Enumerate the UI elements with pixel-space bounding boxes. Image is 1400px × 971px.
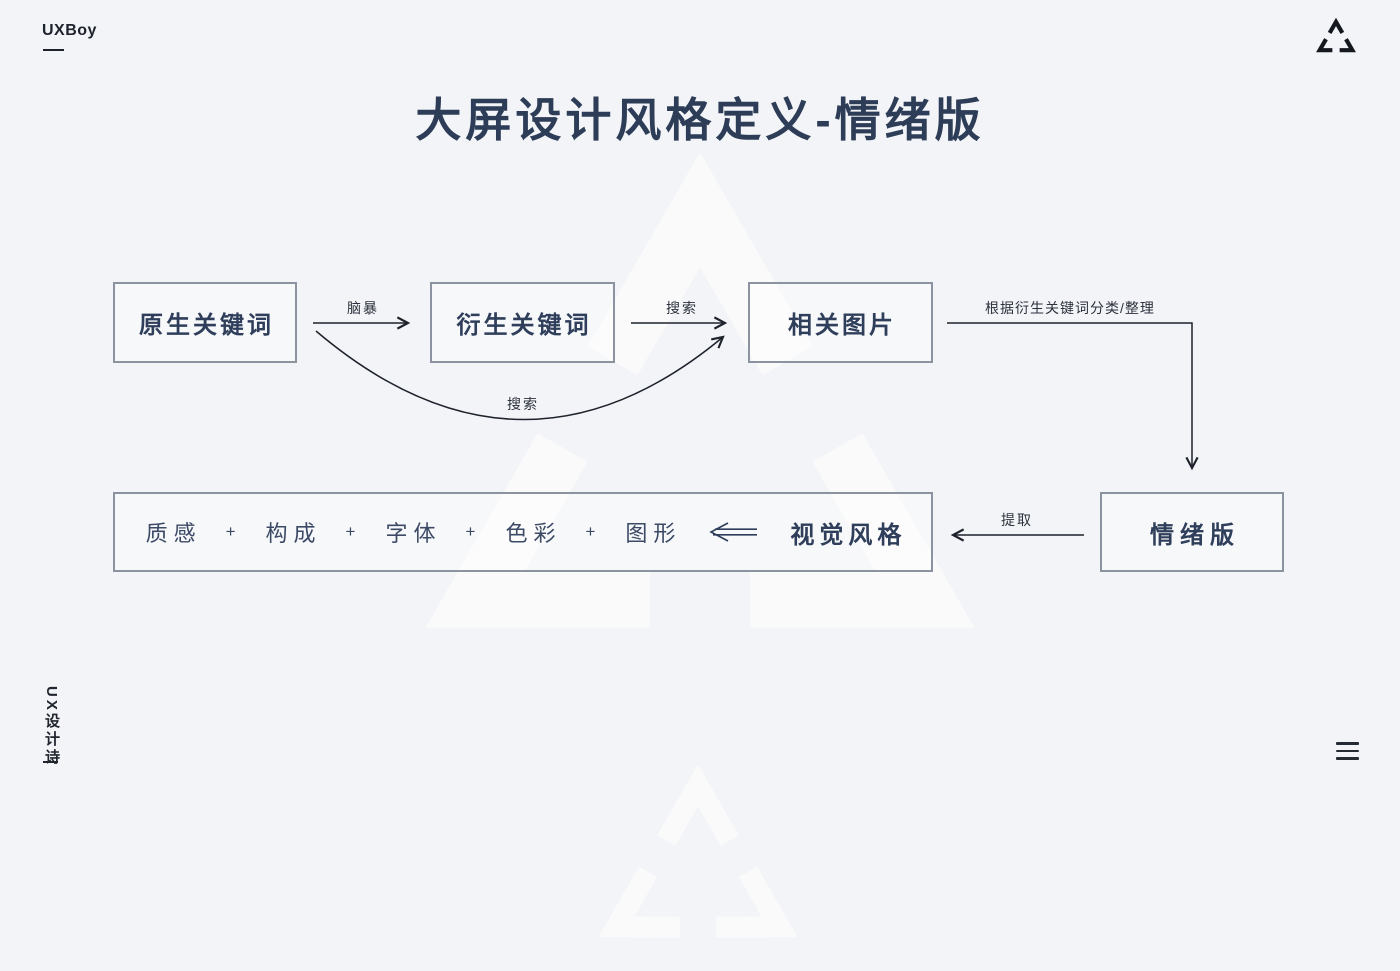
brand-triangle-logo-icon [1312,11,1360,59]
visual-style-label: 视觉风格 [790,521,907,549]
style-element-composition: 构成 [265,521,322,546]
style-element-typography: 字体 [385,521,442,546]
node-origin-keywords: 原生关键词 [113,282,297,363]
brand-wordmark: UXBoy [42,22,97,39]
signature-dash [43,761,58,763]
watermark-triangle-bottom-icon [578,731,818,971]
edge-label-search: 搜索 [666,300,698,316]
style-element-graphics: 图形 [625,521,682,546]
long-double-left-arrow-icon [709,522,758,542]
node-derived-keywords: 衍生关键词 [430,282,615,363]
watermark-triangle-icon [370,60,1030,720]
edge-label-extract: 提取 [1001,512,1033,528]
style-element-color: 色彩 [505,521,562,546]
node-label: 衍生关键词 [456,312,592,339]
node-related-images: 相关图片 [748,282,933,363]
node-moodboard: 情绪版 [1100,492,1284,572]
brand-underline [43,49,64,51]
node-label: 情绪版 [1150,521,1240,549]
plus-separator: + [345,522,356,541]
hamburger-menu-icon[interactable] [1336,742,1359,760]
page-title: 大屏设计风格定义-情绪版 [415,94,985,146]
plus-separator: + [585,522,596,541]
edge-label-brainstorm: 脑暴 [347,300,379,316]
vertical-signature: UX设计诗 [43,686,60,767]
edge-label-search-curve: 搜索 [507,396,539,412]
plus-separator: + [225,522,236,541]
plus-separator: + [465,522,476,541]
node-label: 相关图片 [788,312,896,339]
edge-label-classify: 根据衍生关键词分类/整理 [985,300,1155,316]
node-label: 原生关键词 [139,312,274,339]
style-element-texture: 质感 [145,521,202,546]
visual-style-box: 质感 + 构成 + 字体 + 色彩 + 图形 视觉风格 [113,492,933,572]
